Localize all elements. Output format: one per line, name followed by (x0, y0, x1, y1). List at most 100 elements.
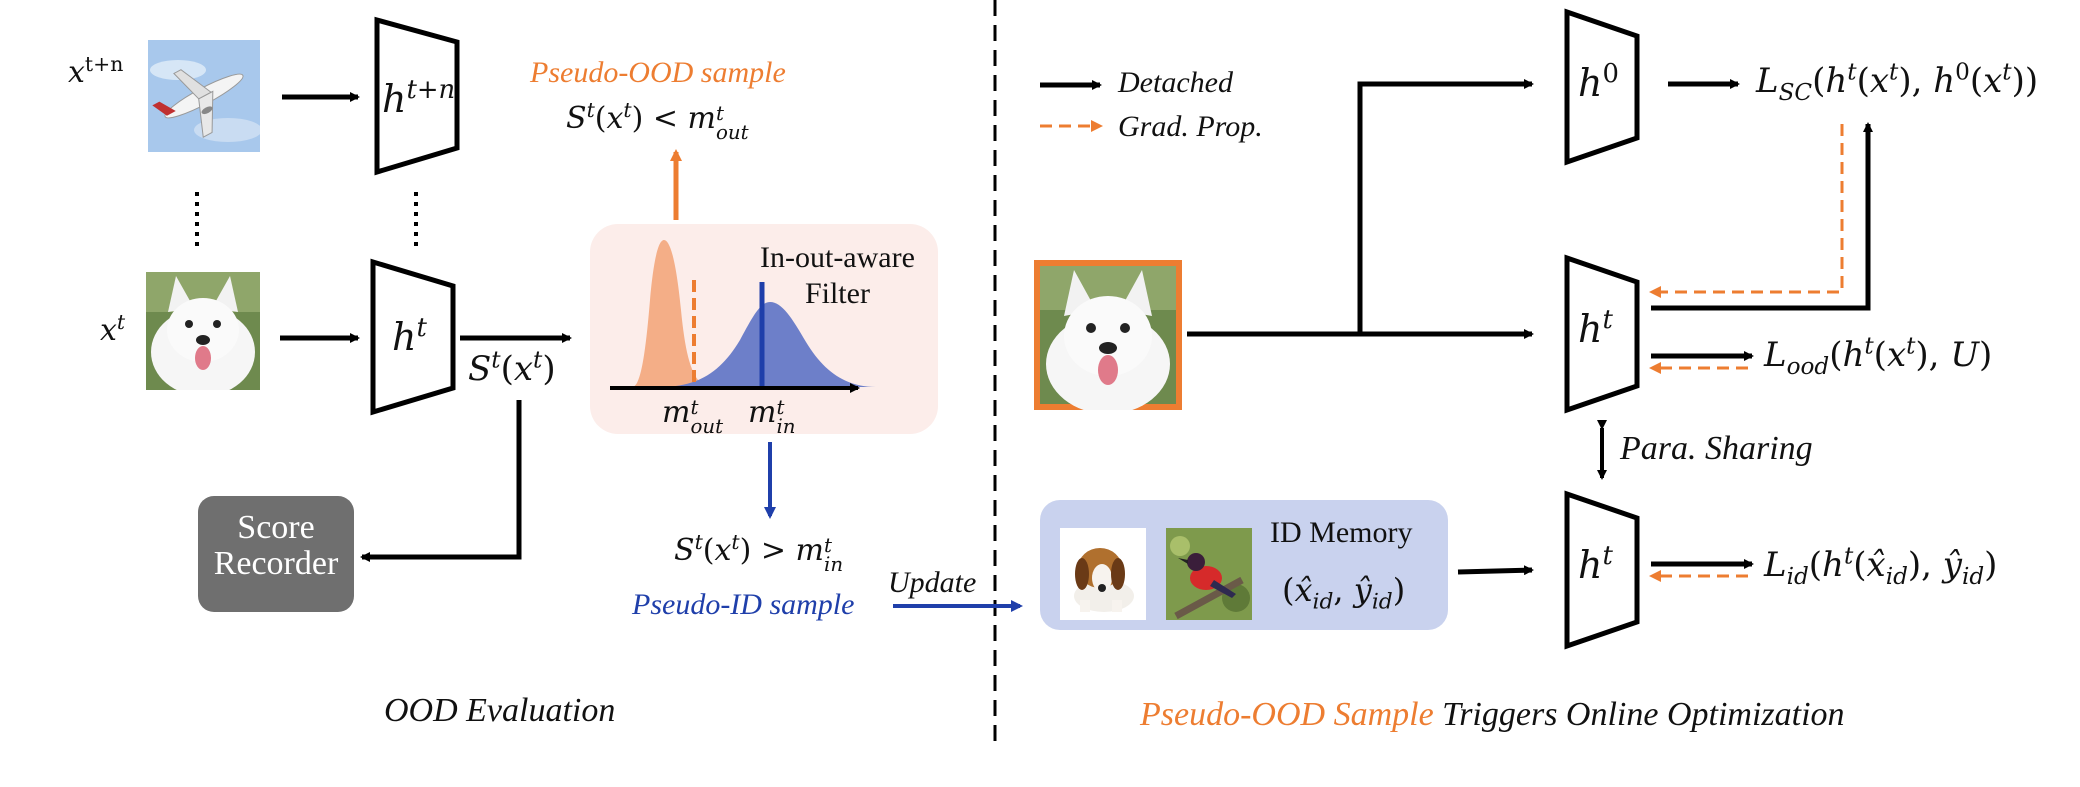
filter-label: In-out-aware Filter (760, 240, 915, 312)
lood-x: x (1886, 335, 1907, 375)
score-arg-sup: t (533, 347, 543, 374)
loss-ood-sub: ood (1786, 354, 1830, 381)
model-h-t (370, 258, 456, 416)
lid-y-sub: id (1961, 564, 1985, 591)
memory-pair: (x̂id, ŷid) (1282, 571, 1406, 615)
pood-s-sup: t (586, 97, 595, 122)
loss-sc-label: LSC(ht(xt), h0(xt)) (1756, 59, 2039, 107)
score-arg: x (513, 349, 534, 389)
m-out-sub: out (690, 414, 724, 438)
lsc-h0: h (1933, 61, 1956, 101)
pood-m-sup: t (716, 101, 724, 125)
h0-base: h (1578, 61, 1603, 105)
lid-x-sub: id (1885, 564, 1908, 591)
pid-m-sup: t (824, 533, 832, 557)
ht2-base: h (1578, 543, 1603, 587)
model-bottom-base: h (392, 315, 417, 359)
lood-u: U (1950, 335, 1979, 375)
loss-id-sub: id (1786, 564, 1809, 591)
lsc-x2: x (1983, 61, 2003, 101)
caption-left: OOD Evaluation (384, 692, 616, 729)
lid-y: ŷ (1942, 545, 1962, 585)
score-label: St(xt) (468, 347, 556, 389)
m-out-base: m (662, 395, 691, 430)
beagle-image (1060, 528, 1146, 620)
lsc-x: x (1869, 61, 1890, 101)
mem-y: ŷ (1353, 571, 1372, 609)
loss-id-label: Lid(ht(x̂id), ŷid) (1764, 543, 1998, 591)
caption-right: Pseudo-OOD Sample Triggers Online Optimi… (1140, 698, 1845, 732)
lsc-h: h (1825, 61, 1848, 101)
arrow-ht-to-loss-sc (1651, 122, 1873, 311)
pood-x-sup: t (623, 97, 632, 122)
pid-op: > (760, 533, 786, 568)
input-bottom-base: x (100, 313, 117, 348)
m-in-base: m (748, 395, 777, 430)
mem-y-sub: id (1371, 589, 1393, 615)
m-in-sup: t (776, 395, 785, 419)
pseudo-id-title: Pseudo-ID sample (632, 588, 855, 621)
model-bottom-sup: t (416, 312, 427, 343)
pid-m-sub: in (824, 552, 844, 576)
pid-x-sup: t (731, 529, 740, 554)
model-h-t-plus-n (374, 16, 460, 176)
lsc-h0-sup: 0 (1955, 59, 1970, 86)
memory-title: ID Memory (1270, 516, 1413, 549)
legend-detached-label: Detached (1118, 66, 1233, 99)
pood-x: x (606, 101, 624, 136)
loss-sc-sub: SC (1778, 80, 1813, 107)
pood-s: S (566, 101, 587, 136)
score-recorder-line1: Score (237, 509, 315, 546)
model-ht-label-1: ht (1578, 307, 1613, 348)
input-bottom-label: xt (100, 312, 125, 348)
pseudo-ood-title: Pseudo-OOD sample (530, 56, 786, 89)
lsc-x2-sup: t (2002, 59, 2012, 86)
model-h-t-shared (1564, 490, 1640, 650)
airplane-image (148, 40, 260, 152)
arrow-to-recorder (360, 400, 522, 562)
lsc-x-sup: t (1889, 59, 1899, 86)
dog-image-right (1034, 260, 1182, 410)
mem-x-sub: id (1312, 589, 1334, 615)
pood-m-sub: out (716, 120, 749, 144)
filter-label-line1: In-out-aware (760, 241, 915, 274)
h0-sup: 0 (1602, 58, 1619, 89)
lood-h: h (1842, 335, 1865, 375)
score-recorder-line2: Recorder (213, 544, 339, 582)
pid-s: S (674, 533, 695, 568)
legend-grad-label: Grad. Prop. (1118, 110, 1263, 143)
score-recorder: Score Recorder (198, 496, 354, 612)
lood-x-sup: t (1906, 333, 1916, 360)
pid-m: m (795, 533, 824, 568)
input-top-sup: t+n (84, 51, 124, 76)
model-h0-label: h0 (1578, 61, 1619, 105)
input-top-base: x (68, 55, 85, 90)
m-out-sup: t (690, 395, 699, 419)
lid-h-sup: t (1843, 543, 1854, 570)
bird-image (1166, 528, 1252, 620)
input-top-label: xt+n (68, 54, 123, 90)
ht1-sup: t (1602, 304, 1613, 335)
lsc-h-sup: t (1847, 59, 1857, 86)
score-sup: t (491, 347, 501, 374)
mem-x: x̂ (1294, 571, 1313, 609)
input-bottom-sup: t (116, 309, 126, 334)
lid-h: h (1822, 545, 1844, 585)
model-h-t-current (1564, 254, 1640, 414)
dog-image-left (146, 272, 260, 390)
model-bottom-label: ht (392, 315, 427, 359)
filter-label-line2: Filter (804, 277, 870, 310)
model-top-label: ht+n (382, 77, 455, 118)
pid-x: x (714, 533, 732, 568)
update-label: Update (888, 566, 977, 599)
distribution-in (660, 302, 876, 387)
score-fn: S (468, 349, 492, 389)
arrow-memory-to-ht (1457, 565, 1534, 576)
pood-m: m (687, 101, 716, 136)
arrow-input-to-h0 (1357, 79, 1534, 334)
